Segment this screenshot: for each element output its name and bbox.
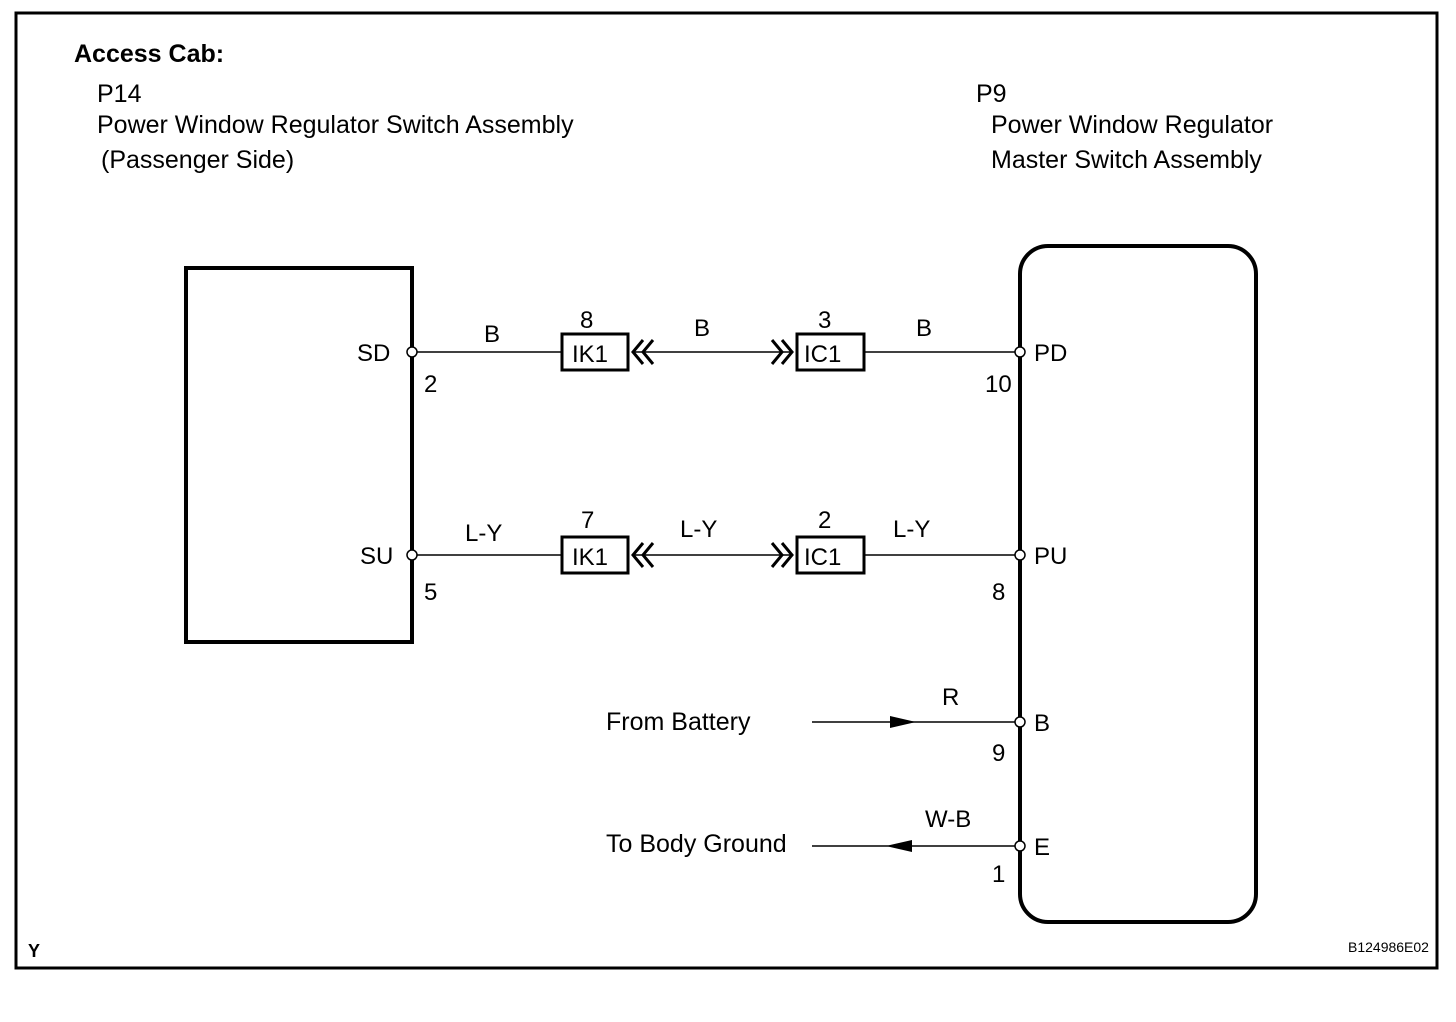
right-component-subname: Master Switch Assembly [991, 146, 1262, 174]
pin-number-sd: 2 [424, 371, 437, 398]
pin-number-e: 1 [992, 861, 1005, 888]
terminal-label-su: SU [360, 543, 393, 570]
connector-pin: 8 [580, 307, 593, 334]
pin-number-b: 9 [992, 740, 1005, 767]
terminal-label-pd: PD [1034, 340, 1067, 367]
terminal-dot [1014, 840, 1026, 852]
left-component-box [184, 266, 414, 644]
terminal-label-e: E [1034, 834, 1050, 861]
connector-male-icon [770, 339, 794, 365]
wire-color-label: W-B [925, 806, 971, 833]
arrow-right-icon [890, 716, 916, 728]
terminal-dot [406, 549, 418, 561]
right-component-code: P9 [976, 80, 1007, 108]
terminal-dot [406, 346, 418, 358]
terminal-label-pu: PU [1034, 543, 1067, 570]
connector-pin: 2 [818, 507, 831, 534]
connector-male-icon [770, 542, 794, 568]
right-component-name: Power Window Regulator [991, 111, 1273, 139]
wire-color-label: L-Y [893, 516, 930, 543]
arrow-left-icon [886, 840, 912, 852]
terminal-label-sd: SD [357, 340, 390, 367]
connector-ik1 [560, 535, 630, 575]
terminal-dot [1014, 346, 1026, 358]
left-component-name: Power Window Regulator Switch Assembly [97, 111, 574, 139]
wire-color-label: R [942, 684, 959, 711]
left-component-code: P14 [97, 80, 142, 108]
section-title: Access Cab: [74, 40, 224, 68]
wire-color-label: L-Y [465, 520, 502, 547]
ground-feed: To Body Ground W-B E 1 [606, 806, 1050, 888]
connector-pin: 7 [581, 507, 594, 534]
wire-color-label: L-Y [680, 516, 717, 543]
circuit-sd-pd: SD 2 B 8 IK1 B 3 IC1 B PD 10 [357, 307, 1067, 398]
right-component-box [1018, 244, 1258, 924]
connector-label: IC1 [804, 341, 841, 368]
connector-ic1 [795, 535, 866, 575]
external-label: From Battery [606, 708, 751, 736]
terminal-dot [1014, 716, 1026, 728]
connector-label: IK1 [572, 544, 608, 571]
connector-label: IK1 [572, 341, 608, 368]
connector-ik1 [560, 332, 630, 372]
wire-color-label: B [484, 321, 500, 348]
terminal-label-b: B [1034, 710, 1050, 737]
diagram-frame [14, 11, 1439, 970]
pin-number-su: 5 [424, 579, 437, 606]
pin-number-pu: 8 [992, 579, 1005, 606]
wire-color-label: B [916, 315, 932, 342]
corner-mark: Y [28, 941, 40, 961]
battery-feed: From Battery R B 9 [606, 684, 1050, 767]
connector-label: IC1 [804, 544, 841, 571]
connector-pin: 3 [818, 307, 831, 334]
left-component-subname: (Passenger Side) [101, 146, 294, 174]
external-label: To Body Ground [606, 830, 787, 858]
circuit-su-pu: SU 5 L-Y 7 IK1 L-Y 2 IC1 L-Y PU 8 [360, 507, 1067, 606]
figure-code: B124986E02 [1348, 939, 1429, 955]
terminal-dot [1014, 549, 1026, 561]
wire-color-label: B [694, 315, 710, 342]
pin-number-pd: 10 [985, 371, 1012, 398]
